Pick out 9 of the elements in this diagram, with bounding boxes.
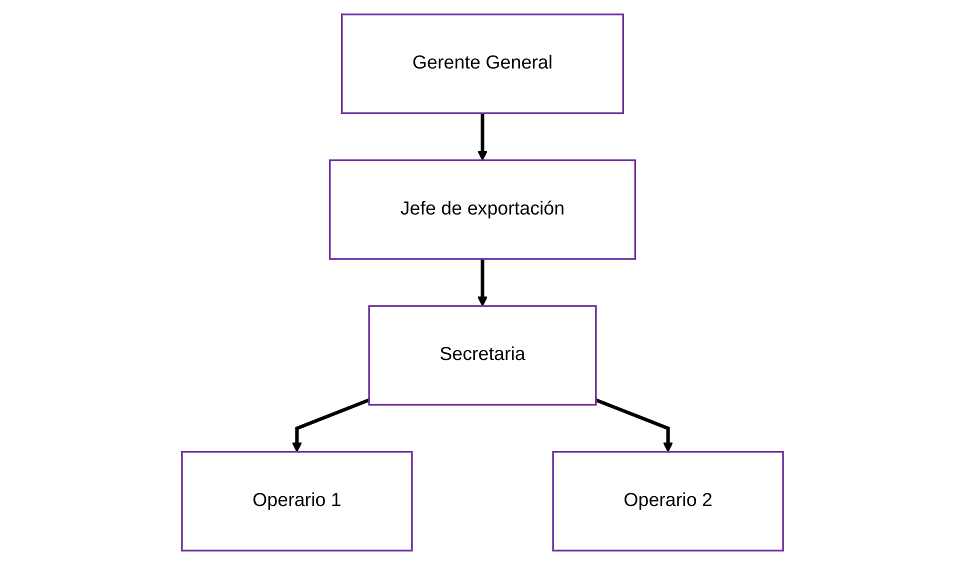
arrow	[595, 398, 674, 452]
arrow	[477, 113, 488, 161]
arrow	[477, 258, 488, 306]
node-box: Gerente General	[341, 14, 624, 114]
node-box: Jefe de exportación	[328, 159, 636, 260]
node-box: Operario 2	[552, 450, 784, 552]
node-box: Secretaria	[368, 305, 597, 406]
node-box: Operario 1	[181, 450, 413, 552]
arrow	[292, 398, 370, 452]
